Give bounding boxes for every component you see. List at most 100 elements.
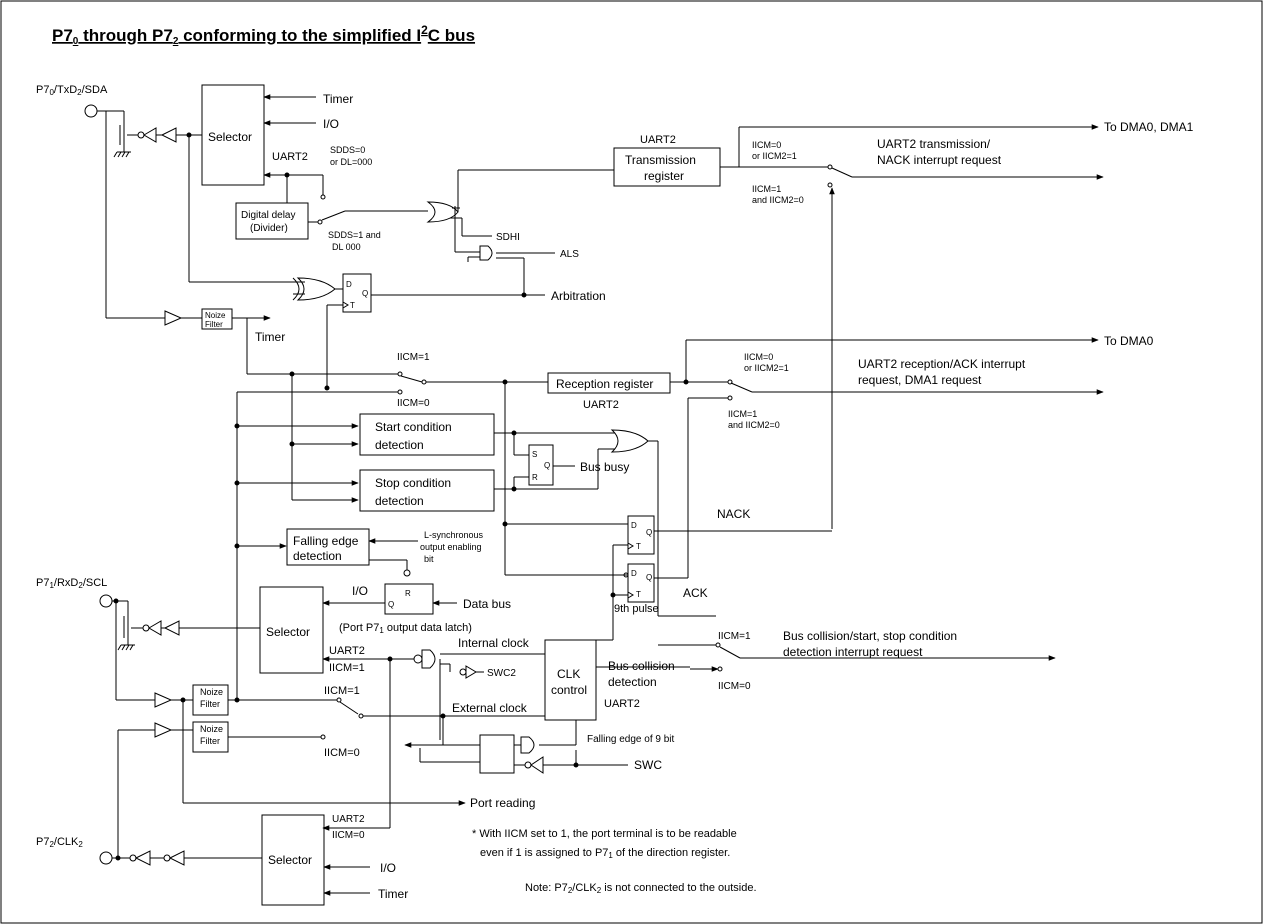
diagram-title: P70 through P72 conforming to the simpli…	[52, 23, 475, 47]
svg-text:detection: detection	[293, 549, 342, 563]
svg-text:IICM=1: IICM=1	[718, 631, 751, 642]
svg-text:detection: detection	[375, 494, 424, 508]
bc-int-label1: Bus collision/start, stop condition	[783, 629, 957, 643]
pin-scl-terminal	[99, 594, 113, 608]
svg-text:Stop condition: Stop condition	[375, 476, 451, 490]
svg-text:Q: Q	[362, 289, 368, 298]
tx-int-label1: UART2 transmission/	[877, 137, 991, 151]
svg-text:IICM=0: IICM=0	[718, 681, 751, 692]
bc-int-label2: detection interrupt request	[783, 645, 923, 659]
svg-text:T: T	[636, 590, 641, 599]
sda-noise-filter	[201, 308, 233, 330]
rxreg-uart2: UART2	[583, 399, 619, 411]
port-reading-label: Port reading	[470, 796, 535, 810]
nack-label: NACK	[717, 507, 750, 521]
rx-iicm1-label: IICM=1	[397, 352, 430, 363]
or-gate-startstop	[610, 429, 649, 453]
digital-delay-label2: (Divider)	[250, 223, 288, 234]
ninth-pulse-label: 9th pulse	[614, 603, 659, 615]
sdhi-label: SDHI	[496, 232, 520, 243]
edge9-block	[479, 734, 515, 774]
rx-int-label2: request, DMA1 request	[858, 373, 982, 387]
sdds0a-label: SDDS=0	[330, 145, 365, 155]
svg-text:bit: bit	[424, 554, 434, 564]
digital-delay-label1: Digital delay	[241, 210, 295, 221]
svg-text:Selector: Selector	[266, 625, 310, 639]
svg-text:detection: detection	[608, 675, 657, 689]
rx-int-label1: UART2 reception/ACK interrupt	[858, 357, 1026, 371]
svg-text:IICM=1: IICM=1	[728, 409, 757, 419]
svg-text:detection: detection	[375, 438, 424, 452]
pin-clk-terminal	[99, 851, 113, 865]
io-top-label: I/O	[323, 117, 339, 131]
pin-scl-label: P71/RxD2/SCL	[36, 577, 107, 590]
svg-text:T: T	[636, 542, 641, 551]
svg-text:or IICM2=1: or IICM2=1	[744, 363, 789, 373]
svg-text:Selector: Selector	[268, 853, 312, 867]
start-condition-box	[359, 413, 495, 456]
sdds0b-label: or DL=000	[330, 157, 372, 167]
svg-text:Filter: Filter	[200, 736, 220, 746]
svg-text:T: T	[350, 301, 355, 310]
external-clock-label: External clock	[452, 701, 528, 715]
svg-text:SWC2: SWC2	[487, 668, 516, 679]
rx-iicm0-label: IICM=0	[397, 398, 430, 409]
tx-iicm0a: IICM=0	[752, 140, 781, 150]
svg-text:Noize: Noize	[205, 311, 226, 320]
falling-edge-detection	[286, 528, 370, 566]
svg-text:Bus collision: Bus collision	[608, 659, 675, 673]
svg-text:Filter: Filter	[200, 699, 220, 709]
svg-text:UART2: UART2	[604, 698, 640, 710]
timer-top-label: Timer	[323, 92, 353, 106]
note-1b: even if 1 is assigned to P71 of the dire…	[480, 847, 730, 860]
and-gate-intclk	[421, 649, 436, 669]
stop-condition-box	[359, 469, 495, 512]
txreg-uart2: UART2	[640, 134, 676, 146]
to-dma0-label: To DMA0	[1104, 334, 1154, 348]
svg-text:IICM=0: IICM=0	[332, 830, 365, 841]
port-data-latch	[384, 583, 434, 615]
pin-sda-terminal	[84, 104, 98, 118]
sdds1b-label: DL 000	[332, 242, 361, 252]
ack-label: ACK	[683, 586, 708, 600]
svg-text:control: control	[551, 683, 587, 697]
svg-text:Falling edge: Falling edge	[293, 534, 359, 548]
svg-text:D: D	[346, 280, 352, 289]
timer-mid-label: Timer	[255, 330, 285, 344]
svg-text:D: D	[631, 569, 637, 578]
internal-clock-label: Internal clock	[458, 636, 530, 650]
svg-text:UART2: UART2	[329, 645, 365, 657]
ack-dff	[627, 563, 655, 603]
note-2: Note: P72/CLK2 is not connected to the o…	[525, 882, 757, 895]
sda-driver-triangle	[160, 127, 177, 143]
sdds1a-label: SDDS=1 and	[328, 230, 381, 240]
latch-label: (Port P71 output data latch)	[339, 622, 472, 635]
svg-text:I/O: I/O	[352, 584, 368, 598]
svg-text:IICM=1: IICM=1	[324, 685, 360, 697]
svg-text:Noize: Noize	[200, 724, 223, 734]
sda-input-buffer	[164, 310, 183, 326]
and-gate-als	[479, 245, 493, 261]
svg-text:D: D	[631, 521, 637, 530]
svg-text:IICM=0: IICM=0	[324, 747, 360, 759]
bus-busy-label: Bus busy	[580, 460, 629, 474]
pin-clk-label: P72/CLK2	[36, 836, 83, 849]
als-label: ALS	[560, 249, 579, 260]
svg-text:R: R	[405, 589, 411, 598]
swc-label: SWC	[634, 758, 662, 772]
arbitration-dff	[342, 273, 372, 313]
svg-text:Noize: Noize	[200, 687, 223, 697]
svg-text:UART2: UART2	[332, 814, 365, 825]
nack-dff	[627, 515, 655, 555]
txreg-label2: register	[644, 169, 684, 183]
svg-text:Start condition: Start condition	[375, 420, 452, 434]
or-gate-tx	[426, 201, 459, 223]
delay-switch	[321, 210, 346, 221]
svg-text:IICM=0: IICM=0	[744, 352, 773, 362]
tx-switch	[831, 167, 853, 178]
selector-mid	[259, 586, 324, 674]
svg-text:Filter: Filter	[205, 320, 223, 329]
